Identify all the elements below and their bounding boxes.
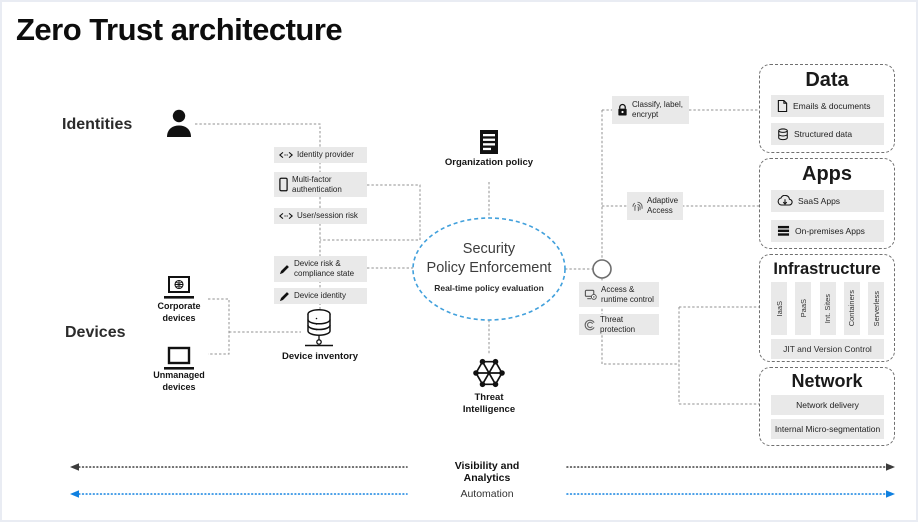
organization-policy-label: Organization policy <box>444 157 534 168</box>
database-icon <box>778 127 788 140</box>
classify-label: Classify, label, encrypt <box>632 100 683 119</box>
classify-box: Classify, label, encrypt <box>612 96 689 124</box>
database-icon <box>305 309 333 347</box>
infra-column: Containers <box>843 282 860 335</box>
visibility-analytics-label: Visibility and Analytics <box>454 460 520 484</box>
apps-panel: Apps SaaS Apps On-premises Apps <box>759 158 895 249</box>
mfa-label: Multi-factor authentication <box>292 174 342 194</box>
user-session-risk-label: User/session risk <box>297 211 358 221</box>
pen-icon <box>279 264 289 274</box>
bidirectional-arrows-icon <box>279 212 293 220</box>
mfa-box: Multi-factor authentication <box>274 172 367 197</box>
network-panel-item: Network delivery <box>771 395 884 415</box>
threat-intelligence-label: Threat Intelligence <box>462 392 516 416</box>
network-panel: Network Network delivery Internal Micro-… <box>759 367 895 446</box>
device-gear-icon <box>584 289 597 300</box>
device-identity-label: Device identity <box>294 291 347 301</box>
unmanaged-devices-label: Unmanaged devices <box>153 370 205 392</box>
access-runtime-box: Access & runtime control <box>579 282 659 307</box>
apps-panel-title: Apps <box>802 163 852 185</box>
corporate-devices-label: Corporate devices <box>157 301 201 323</box>
infra-column-label: Containers <box>847 290 857 327</box>
adaptive-access-box: Adaptive Access <box>627 192 683 220</box>
identity-provider-box: Identity provider <box>274 147 367 163</box>
pen-icon <box>279 291 289 301</box>
access-runtime-label: Access & runtime control <box>601 284 654 304</box>
jit-version-control-bar: JIT and Version Control <box>771 339 884 359</box>
infra-column-label: IaaS <box>774 300 784 317</box>
laptop-globe-icon <box>164 276 194 299</box>
bidirectional-arrows-icon <box>279 151 293 159</box>
person-icon <box>167 109 191 137</box>
infra-column: Serverless <box>868 282 884 335</box>
user-session-risk-box: User/session risk <box>274 208 367 224</box>
infra-column: PaaS <box>795 282 812 335</box>
infrastructure-columns: IaaS PaaS Int. Sites Containers Serverle… <box>771 282 884 335</box>
enforcement-subtitle: Real-time policy evaluation <box>434 283 544 293</box>
automation-label: Automation <box>460 488 514 500</box>
enforcement-title: Security Policy Enforcement <box>426 241 552 276</box>
adaptive-access-label: Adaptive Access <box>647 196 679 215</box>
data-panel-item: Structured data <box>771 123 884 145</box>
data-item-label: Emails & documents <box>793 101 871 111</box>
device-risk-box: Device risk & compliance state <box>274 256 367 282</box>
device-identity-box: Device identity <box>274 288 367 304</box>
hexagon-network-icon <box>473 358 505 388</box>
device-risk-label: Device risk & compliance state <box>294 259 355 278</box>
document-icon <box>777 99 788 113</box>
policy-enforcement-ellipse <box>412 217 566 321</box>
infra-column-label: Int. Sites <box>823 293 832 324</box>
laptop-icon <box>164 346 194 370</box>
threat-protection-label: Threat protection <box>600 314 636 334</box>
infra-column-label: PaaS <box>798 299 808 318</box>
phone-icon <box>279 177 288 192</box>
data-panel-title: Data <box>805 69 849 91</box>
infrastructure-panel: Infrastructure IaaS PaaS Int. Sites Cont… <box>759 254 895 362</box>
devices-label: Devices <box>65 324 126 341</box>
infrastructure-panel-title: Infrastructure <box>773 260 881 278</box>
data-panel: Data Emails & documents Structured data <box>759 64 895 153</box>
identities-label: Identities <box>62 116 133 133</box>
data-item-label: Structured data <box>794 129 853 139</box>
lock-icon <box>618 103 627 116</box>
apps-panel-item: SaaS Apps <box>771 190 884 212</box>
server-stack-icon <box>777 225 790 236</box>
infra-column-label: Serverless <box>871 290 881 327</box>
swoosh-shield-icon <box>584 319 595 330</box>
network-panel-item: Internal Micro-segmentation <box>771 419 884 439</box>
apps-item-label: SaaS Apps <box>798 196 841 206</box>
device-inventory-label: Device inventory <box>281 351 359 362</box>
page-title: Zero Trust architecture <box>16 12 343 47</box>
data-panel-item: Emails & documents <box>771 95 884 117</box>
cloud-download-icon <box>777 195 793 206</box>
policy-document-icon <box>480 130 498 154</box>
infra-column: IaaS <box>771 282 787 335</box>
apps-item-label: On-premises Apps <box>795 226 865 236</box>
apps-panel-item: On-premises Apps <box>771 220 884 242</box>
junction-node <box>592 259 612 279</box>
threat-protection-box: Threat protection <box>579 314 659 335</box>
network-panel-title: Network <box>791 371 863 391</box>
fingerprint-icon <box>632 201 643 211</box>
infra-column: Int. Sites <box>819 282 836 335</box>
identity-provider-label: Identity provider <box>297 150 354 160</box>
